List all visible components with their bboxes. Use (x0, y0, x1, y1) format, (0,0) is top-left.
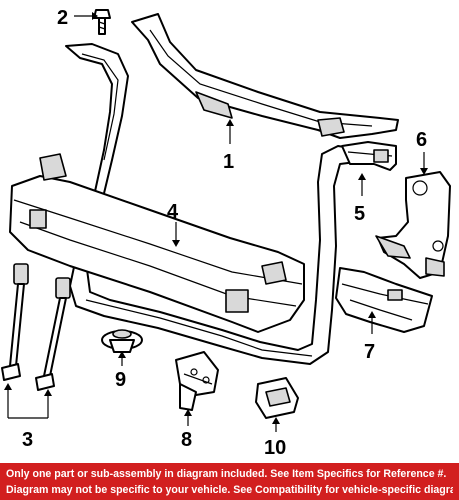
callout-arrow-5 (358, 173, 366, 196)
callout-label-1: 1 (223, 151, 234, 173)
callout-arrow-2 (74, 12, 98, 20)
callout-bracket-3 (4, 383, 52, 419)
radiator-support-diagram: 2 1 (1, 7, 451, 459)
callout-arrow-9 (118, 351, 126, 366)
callout-arrow-7 (368, 311, 376, 334)
callout-label-4: 4 (167, 201, 179, 223)
lower-side-rail-part (335, 267, 433, 333)
callout-label-9: 9 (115, 369, 126, 391)
support-rods-part (1, 263, 71, 391)
callout-label-7: 7 (364, 341, 375, 363)
callout-arrow-1 (226, 119, 234, 144)
callout-arrow-4 (172, 222, 180, 247)
mount-pad-part (255, 377, 299, 419)
lower-mount-bracket-part (175, 351, 219, 411)
disclaimer-line-2: Diagram may not be specific to your vehi… (6, 484, 453, 496)
callout-label-3: 3 (22, 429, 33, 451)
callout-label-10: 10 (264, 437, 286, 459)
callout-label-2: 2 (57, 7, 68, 29)
callout-arrow-8 (184, 409, 192, 426)
callout-arrow-10 (272, 417, 280, 432)
upper-tie-bar-part (131, 13, 399, 139)
callout-arrow-6 (420, 152, 428, 175)
disclaimer-banner: Only one part or sub-assembly in diagram… (0, 463, 459, 500)
lower-crossmember-part (9, 153, 305, 333)
callout-label-6: 6 (416, 129, 427, 151)
side-bracket-part (341, 141, 397, 171)
headlamp-bracket-part (375, 171, 451, 279)
callout-label-5: 5 (354, 203, 365, 225)
callout-label-8: 8 (181, 429, 192, 451)
grommet-part (101, 329, 143, 353)
disclaimer-line-1: Only one part or sub-assembly in diagram… (6, 468, 447, 480)
bolt-part (93, 9, 111, 35)
